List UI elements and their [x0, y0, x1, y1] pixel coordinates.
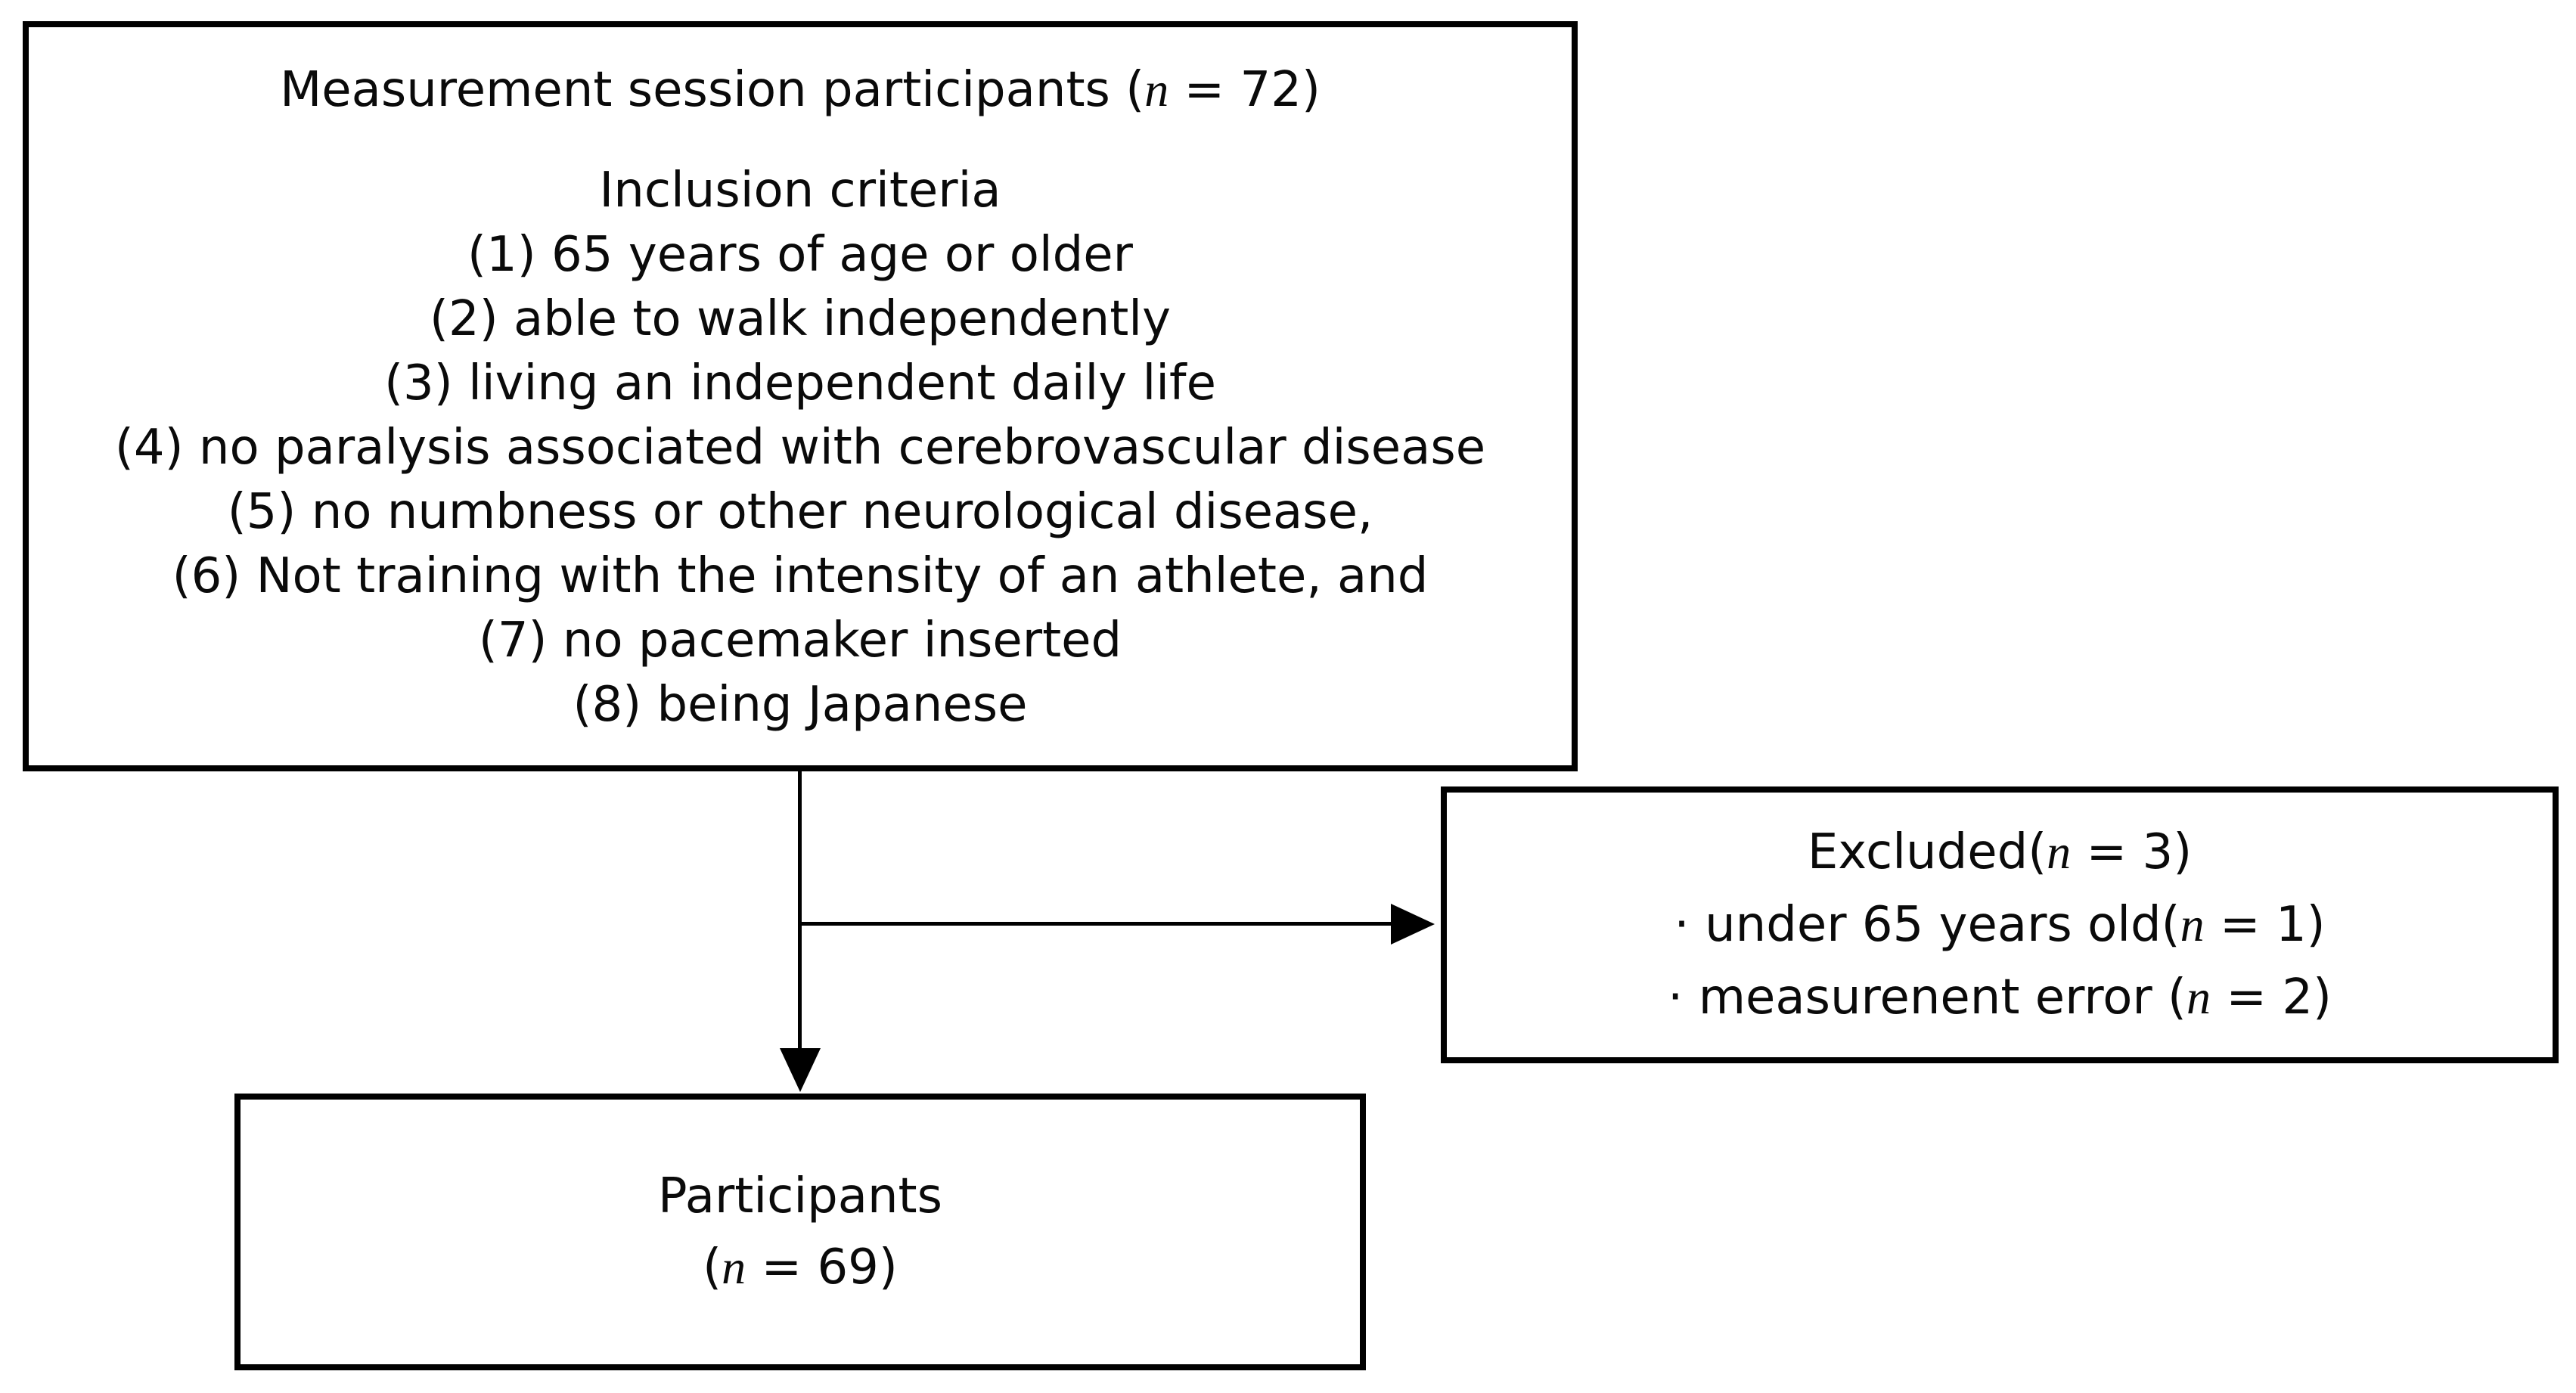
- excluded-box: Excluded(n = 3) · under 65 years old(n =…: [1441, 786, 2559, 1063]
- excluded-item-2: · measurenent error (n = 2): [1668, 970, 2332, 1025]
- inclusion-criterion-3: (3) living an independent daily life: [384, 355, 1216, 411]
- measurement-session-title: Measurement session participants (n = 72…: [280, 62, 1321, 118]
- excluded-item-1: · under 65 years old(n = 1): [1674, 897, 2326, 953]
- inclusion-criterion-7: (7) no pacemaker inserted: [478, 613, 1122, 669]
- participants-title: Participants: [658, 1168, 942, 1224]
- right-arrowhead-icon: [1391, 904, 1435, 945]
- inclusion-criteria-heading: Inclusion criteria: [599, 163, 1001, 219]
- inclusion-criterion-8: (8) being Japanese: [573, 677, 1028, 733]
- excluded-title: Excluded(n = 3): [1807, 824, 2193, 880]
- inclusion-criterion-2: (2) able to walk independently: [430, 291, 1171, 347]
- inclusion-criterion-6: (6) Not training with the intensity of a…: [172, 548, 1429, 604]
- inclusion-criterion-4: (4) no paralysis associated with cerebro…: [114, 420, 1486, 476]
- down-arrowhead-icon: [780, 1048, 821, 1092]
- measurement-session-box: Measurement session participants (n = 72…: [23, 21, 1578, 771]
- horizontal-connector-line: [799, 922, 1391, 926]
- participants-box: Participants (n = 69): [234, 1094, 1366, 1370]
- inclusion-criterion-1: (1) 65 years of age or older: [467, 227, 1133, 283]
- inclusion-criterion-5: (5) no numbness or other neurological di…: [227, 484, 1373, 540]
- participants-count: (n = 69): [703, 1239, 898, 1295]
- vertical-connector-line: [798, 770, 802, 1050]
